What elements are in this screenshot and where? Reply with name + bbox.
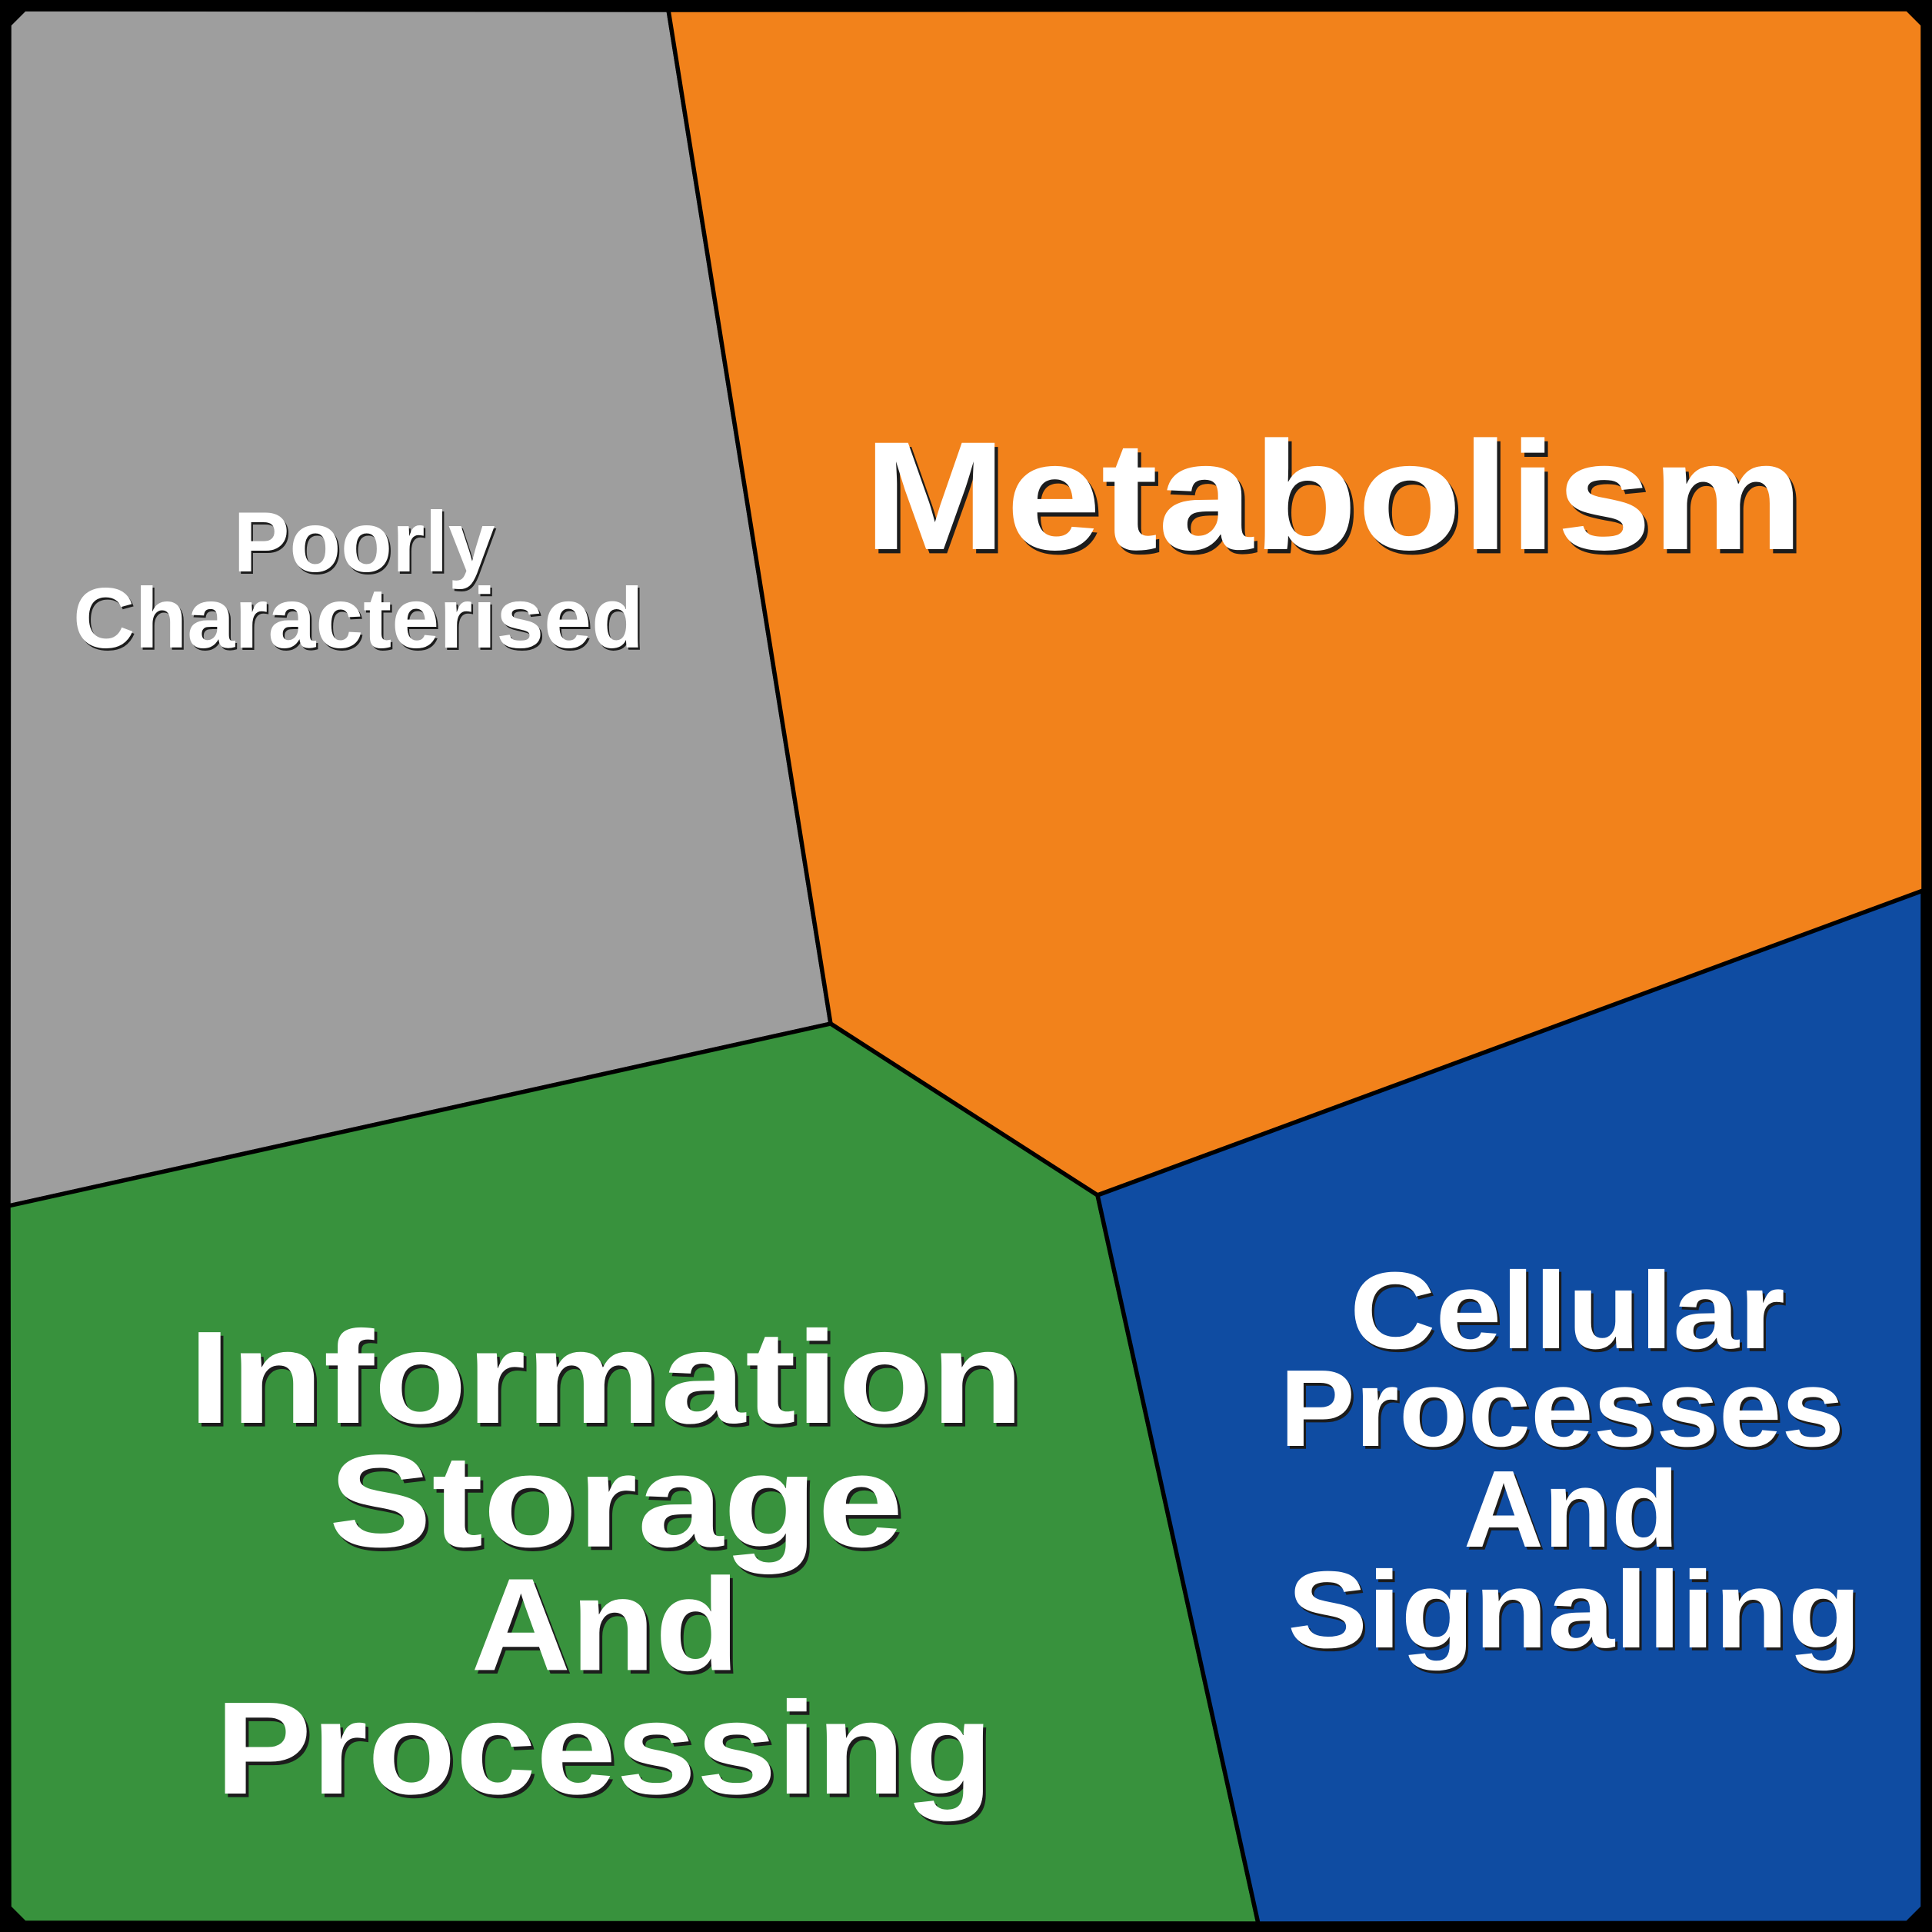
svg-text:Characterised: Characterised [75, 573, 645, 668]
svg-text:Metabolism: Metabolism [867, 413, 1807, 586]
svg-text:Characterised: Characterised [73, 571, 644, 666]
svg-text:Storage: Storage [331, 1431, 906, 1578]
svg-text:And: And [471, 1551, 740, 1698]
svg-text:Poorly: Poorly [235, 497, 497, 592]
svg-text:Metabolism: Metabolism [864, 409, 1804, 582]
svg-text:Storage: Storage [329, 1428, 904, 1575]
svg-text:Information: Information [192, 1308, 1027, 1455]
svg-text:Processes: Processes [1282, 1351, 1847, 1473]
svg-text:Processing: Processing [215, 1675, 993, 1822]
svg-text:Processing: Processing [218, 1679, 996, 1826]
svg-text:Cellular: Cellular [1350, 1250, 1785, 1372]
svg-text:Signalling: Signalling [1287, 1549, 1861, 1671]
svg-text:Signalling: Signalling [1290, 1552, 1864, 1674]
svg-text:Cellular: Cellular [1352, 1253, 1787, 1375]
svg-text:Processes: Processes [1280, 1347, 1844, 1470]
svg-text:Information: Information [188, 1304, 1024, 1451]
svg-text:Poorly: Poorly [234, 495, 495, 590]
svg-text:And: And [1466, 1451, 1681, 1574]
svg-text:And: And [1464, 1448, 1679, 1571]
svg-text:And: And [474, 1555, 742, 1702]
